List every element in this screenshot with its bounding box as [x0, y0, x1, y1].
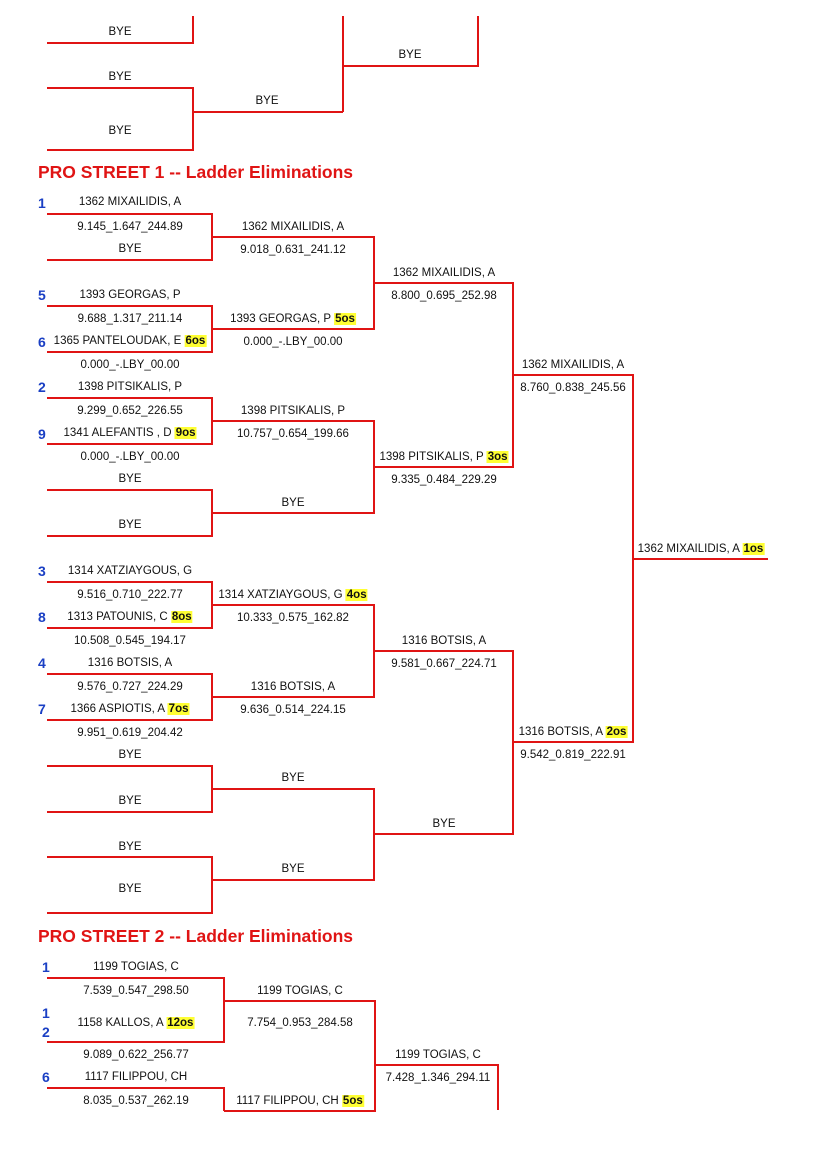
seed-number: 2: [38, 379, 46, 395]
seed-number: 6: [38, 334, 46, 350]
seed-number: 1: [42, 1005, 50, 1021]
race-time: 0.000_-.LBY_00.00: [243, 336, 343, 348]
seed-number: 1: [38, 195, 46, 211]
seed-number: 1: [42, 959, 50, 975]
bye-label: BYE: [281, 497, 305, 509]
race-time: 0.000_-.LBY_00.00: [80, 451, 180, 463]
racer-name-with-place: 1393 GEORGAS, P 5os: [230, 313, 356, 325]
racer-name: 1362 MIXAILIDIS, A: [241, 221, 345, 233]
racer-name: 1398 PITSIKALIS, P: [77, 381, 183, 393]
bye-label: BYE: [255, 95, 279, 107]
racer-name-with-place: 1158 KALLOS, A 12os: [77, 1017, 195, 1029]
seed-number: 7: [38, 701, 46, 717]
race-time: 10.333_0.575_162.82: [237, 612, 349, 624]
racer-name: 1393 GEORGAS, P: [79, 289, 181, 301]
place-badge: 4os: [345, 589, 368, 601]
race-time: 10.508_0.545_194.17: [74, 635, 186, 647]
race-time: 8.035_0.537_262.19: [83, 1095, 189, 1107]
bye-label: BYE: [281, 772, 305, 784]
racer-name-with-place: 1313 PATOUNIS, C 8os: [67, 611, 193, 623]
racer-name: 1362 MIXAILIDIS, A: [392, 267, 496, 279]
racer-name: 1199 TOGIAS, C: [257, 985, 343, 997]
place-badge: 6os: [184, 335, 207, 347]
race-time: 9.951_0.619_204.42: [77, 727, 183, 739]
racer-name-with-place: 1314 XATZIAYGOUS, G 4os: [218, 589, 368, 601]
race-time: 9.688_1.317_211.14: [77, 313, 183, 325]
bye-label: BYE: [398, 49, 422, 61]
race-time: 9.299_0.652_226.55: [77, 405, 183, 417]
bye-label: BYE: [118, 473, 142, 485]
race-time: 9.089_0.622_256.77: [83, 1049, 189, 1061]
place-badge: 8os: [170, 611, 193, 623]
race-time: 8.760_0.838_245.56: [520, 382, 626, 394]
race-time: 9.576_0.727_224.29: [77, 681, 183, 693]
place-badge: 2os: [605, 726, 628, 738]
race-time: 9.542_0.819_222.91: [520, 749, 626, 761]
racer-name: 1117 FILIPPOU, CH: [84, 1071, 188, 1083]
racer-name-with-place: 1316 BOTSIS, A 2os: [518, 726, 628, 738]
bye-label: BYE: [281, 863, 305, 875]
seed-number: 8: [38, 609, 46, 625]
race-time: 9.581_0.667_224.71: [391, 658, 497, 670]
place-badge: 3os: [486, 451, 509, 463]
seed-number: 6: [42, 1069, 50, 1085]
bye-label: BYE: [118, 841, 142, 853]
racer-name-with-place: 1117 FILIPPOU, CH 5os: [236, 1095, 364, 1107]
racer-name-with-place: 1341 ALEFANTIS , D 9os: [63, 427, 197, 439]
race-time: 9.018_0.631_241.12: [240, 244, 346, 256]
bye-label: BYE: [108, 125, 132, 137]
racer-name-with-place: 1365 PANTELOUDAK, E 6os: [53, 335, 207, 347]
bye-label: BYE: [108, 71, 132, 83]
racer-name: 1316 BOTSIS, A: [250, 681, 336, 693]
race-time: 9.516_0.710_222.77: [77, 589, 183, 601]
race-time: 7.428_1.346_294.11: [385, 1072, 491, 1084]
seed-number: 4: [38, 655, 46, 671]
race-time: 10.757_0.654_199.66: [237, 428, 349, 440]
winner-name: 1362 MIXAILIDIS, A 1os: [637, 543, 765, 555]
race-time: 7.754_0.953_284.58: [247, 1017, 353, 1029]
seed-number: 3: [38, 563, 46, 579]
place-badge: 7os: [167, 703, 190, 715]
place-badge: 5os: [341, 1095, 364, 1107]
race-time: 8.800_0.695_252.98: [391, 290, 497, 302]
bye-label: BYE: [118, 883, 142, 895]
racer-name: 1398 PITSIKALIS, P: [240, 405, 346, 417]
bye-label: BYE: [118, 795, 142, 807]
place-badge: 9os: [174, 427, 197, 439]
section-title-street2: PRO STREET 2 -- Ladder Eliminations: [38, 926, 354, 946]
bye-label: BYE: [118, 519, 142, 531]
race-time: 9.636_0.514_224.15: [240, 704, 346, 716]
seed-number: 2: [42, 1024, 50, 1040]
racer-name: 1362 MIXAILIDIS, A: [78, 196, 182, 208]
racer-name: 1316 BOTSIS, A: [87, 657, 173, 669]
race-time: 0.000_-.LBY_00.00: [80, 359, 180, 371]
bye-label: BYE: [432, 818, 456, 830]
place-badge: 5os: [334, 313, 356, 325]
bye-label: BYE: [108, 26, 132, 38]
race-time: 9.335_0.484_229.29: [391, 474, 497, 486]
place-badge: 12os: [166, 1017, 195, 1029]
racer-name: 1199 TOGIAS, C: [93, 961, 179, 973]
section-title-street1: PRO STREET 1 -- Ladder Eliminations: [38, 162, 354, 182]
racer-name: 1314 XATZIAYGOUS, G: [67, 565, 193, 577]
racer-name: 1362 MIXAILIDIS, A: [521, 359, 625, 371]
seed-number: 5: [38, 287, 46, 303]
racer-name-with-place: 1398 PITSIKALIS, P 3os: [379, 451, 509, 463]
place-badge: 1os: [742, 543, 765, 555]
race-time: 7.539_0.547_298.50: [83, 985, 189, 997]
racer-name: 1199 TOGIAS, C: [395, 1049, 481, 1061]
bye-label: BYE: [118, 749, 142, 761]
seed-number: 9: [38, 426, 46, 442]
racer-name-with-place: 1366 ASPIOTIS, A 7os: [70, 703, 190, 715]
race-time: 9.145_1.647_244.89: [77, 221, 183, 233]
racer-name: 1316 BOTSIS, A: [401, 635, 487, 647]
bye-label: BYE: [118, 243, 142, 255]
